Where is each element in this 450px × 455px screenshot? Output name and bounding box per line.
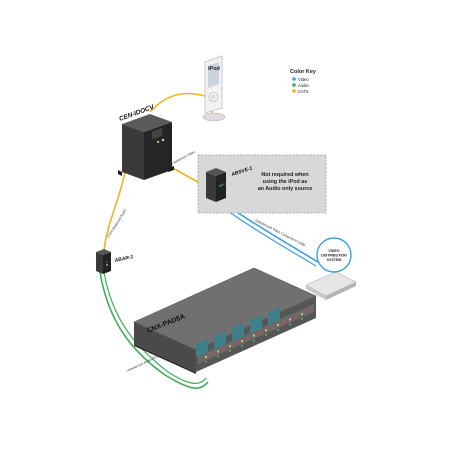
rca-audio-cable [99,271,209,389]
cen-idocv-device [118,114,174,180]
ipod-label: iPod [208,66,220,72]
abar-1-device [96,249,111,274]
note-line-1: Not required when [261,172,308,178]
color-key-title: Color Key [290,69,317,75]
color-key-video-swatch [292,77,296,81]
color-key-cat5-swatch [292,89,296,93]
cat5-audio-cable [103,171,126,251]
abar-1-label: ABAR-1 [113,254,134,264]
rca-audio-cable-2 [103,271,207,384]
absve-1-device [206,168,226,202]
color-key: Color Key Video Audio CAT5 [290,69,317,94]
video-distribution-badge [316,237,352,273]
cnx-pad8a-device [133,267,317,374]
note-line-3: an Audio only source [258,186,313,192]
ipod-dock [202,55,226,122]
video-distribution-system [305,271,357,300]
video-distribution-line-2: DISTRIBUTION [321,254,347,258]
color-key-video-label: Video [298,77,309,82]
color-key-audio-label: Audio [298,83,309,88]
video-distribution-line-3: SYSTEM [327,258,342,262]
video-distribution-line-1: VIDEO [328,249,339,253]
note-line-2: using the iPod as [263,179,308,185]
cnx-module-cards [196,307,280,357]
ipod-dock-cable [149,92,214,119]
cnx-connector-row [204,310,310,364]
color-key-cat5-label: CAT5 [298,89,309,94]
color-key-audio-swatch [292,83,296,87]
